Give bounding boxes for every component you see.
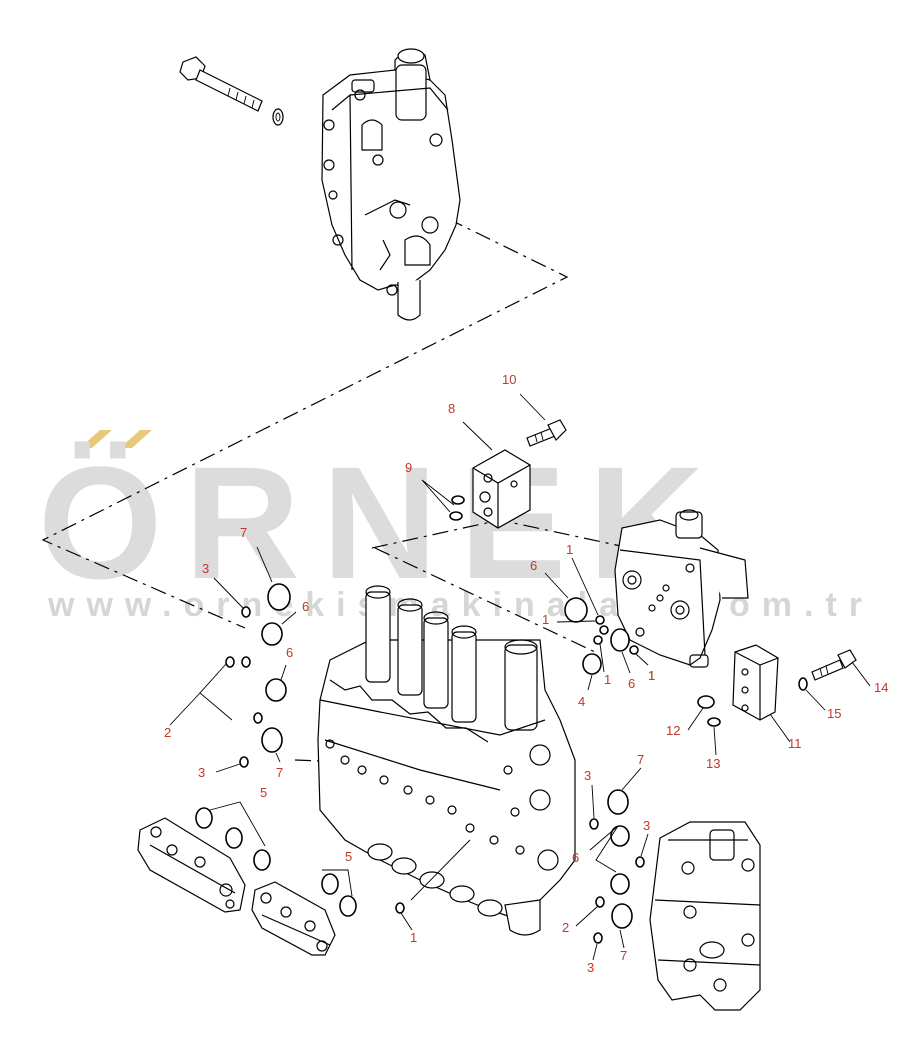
block-8 <box>472 449 531 529</box>
callout-3: 3 <box>202 561 209 576</box>
watermark-brand: ÖRNEK <box>38 433 726 612</box>
callout-2: 2 <box>562 920 569 935</box>
callout-3: 3 <box>643 818 650 833</box>
orings-12-13 <box>697 695 721 727</box>
callout-4: 4 <box>578 694 585 709</box>
callout-14: 14 <box>874 680 888 695</box>
callout-3: 3 <box>198 765 205 780</box>
callouts: 10 8 9 7 3 6 6 2 3 7 5 5 1 1 1 6 1 4 1 6… <box>164 372 888 975</box>
callout-1: 1 <box>566 542 573 557</box>
washer <box>272 108 284 126</box>
callout-7: 7 <box>637 752 644 767</box>
callout-7: 7 <box>620 948 627 963</box>
callout-6: 6 <box>302 599 309 614</box>
callout-3: 3 <box>584 768 591 783</box>
washer-15 <box>798 677 808 691</box>
callout-1: 1 <box>410 930 417 945</box>
long-bolt <box>179 56 263 112</box>
watermark-accent-mark <box>120 430 152 448</box>
callout-1: 1 <box>648 668 655 683</box>
cover-left <box>137 817 246 913</box>
callout-15: 15 <box>827 706 841 721</box>
leader-lines <box>169 393 871 961</box>
valve-body-top <box>321 48 461 321</box>
cover-right <box>251 881 336 956</box>
watermark-accent-mark <box>80 430 112 448</box>
callout-2: 2 <box>164 725 171 740</box>
callout-12: 12 <box>666 723 680 738</box>
callout-11: 11 <box>788 736 802 751</box>
callout-6: 6 <box>628 676 635 691</box>
callout-5: 5 <box>345 849 352 864</box>
callout-3: 3 <box>587 960 594 975</box>
callout-1: 1 <box>542 612 549 627</box>
callout-6: 6 <box>530 558 537 573</box>
bolt-10 <box>526 419 567 447</box>
callout-6: 6 <box>286 645 293 660</box>
main-valve-block <box>317 585 576 936</box>
callout-9: 9 <box>405 460 412 475</box>
plate-11 <box>732 644 779 721</box>
callout-8: 8 <box>448 401 455 416</box>
top-valve-section <box>179 48 461 321</box>
valve-section-right <box>649 821 761 1011</box>
callout-10: 10 <box>502 372 516 387</box>
callout-6: 6 <box>572 850 579 865</box>
callout-7: 7 <box>240 525 247 540</box>
callout-7: 7 <box>276 765 283 780</box>
callout-5: 5 <box>260 785 267 800</box>
watermark-url: www.ornekismakinalari.com.tr <box>47 586 874 624</box>
o-rings <box>195 583 645 944</box>
watermark: ÖRNEK www.ornekismakinalari.com.tr <box>38 430 874 624</box>
orings-9 <box>449 495 465 521</box>
relief-valve <box>614 509 749 668</box>
callout-1: 1 <box>604 672 611 687</box>
callout-1: 1 <box>648 668 655 683</box>
callout-13: 13 <box>706 756 720 771</box>
bolt-14 <box>811 649 857 681</box>
